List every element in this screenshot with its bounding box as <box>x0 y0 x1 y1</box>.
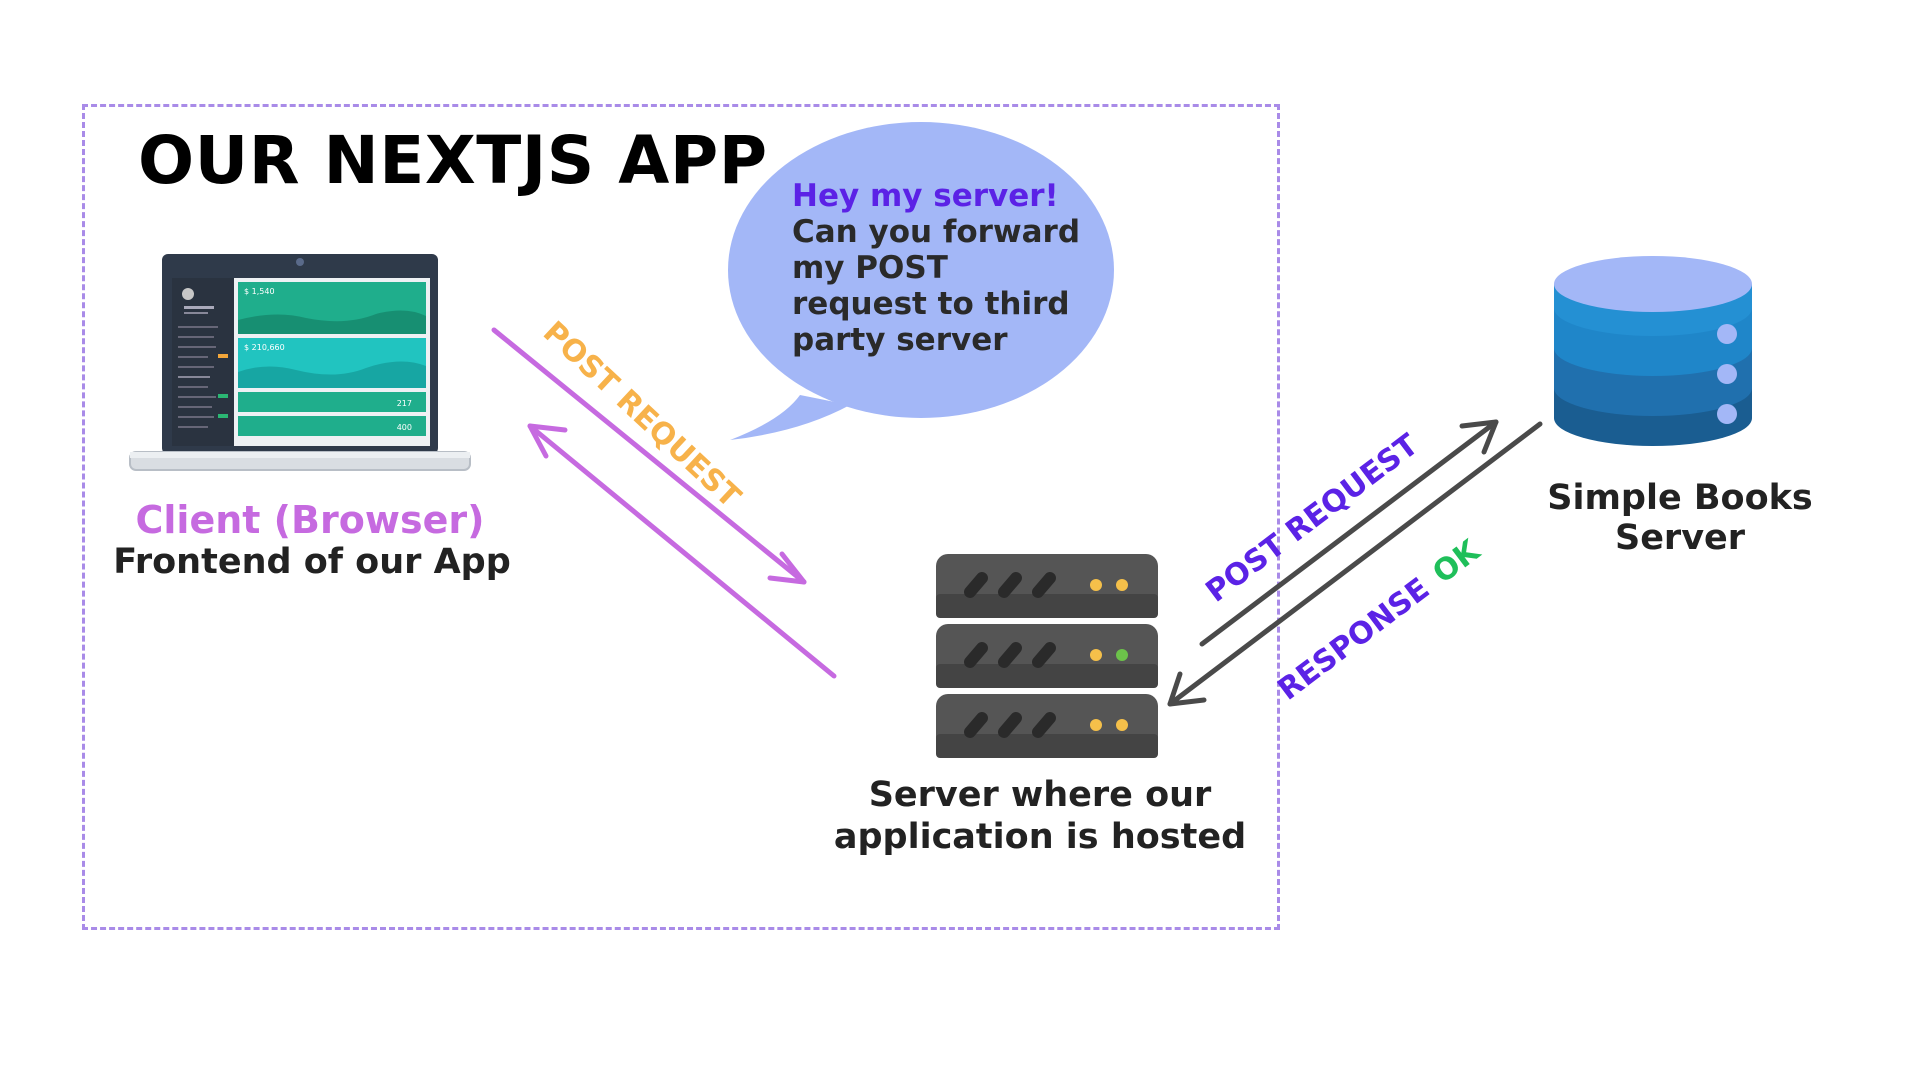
bubble-highlight: Hey my server! <box>792 178 1059 214</box>
books-server-label: Simple Books Server <box>1530 478 1830 558</box>
server-label-line: Server where our <box>868 775 1212 815</box>
speech-bubble-text: Hey my server! Can you forward my POST r… <box>792 178 1102 358</box>
arrow-books-to-server <box>1167 421 1543 707</box>
server-rack-icon <box>936 554 1158 758</box>
nextjs-app-boundary <box>82 104 1280 930</box>
laptop-card2-value: $ 210,660 <box>244 343 285 352</box>
server-label: Server where our application is hosted <box>830 774 1250 858</box>
books-label-line: Server <box>1614 518 1746 558</box>
bubble-line: my POST <box>792 250 948 286</box>
database-icon <box>1554 256 1752 446</box>
books-label-line: Simple Books <box>1547 478 1813 518</box>
diagram-title: OUR NEXTJS APP <box>138 122 768 199</box>
bubble-line: Can you forward <box>792 214 1081 250</box>
laptop-row1-value: 217 <box>397 399 412 408</box>
bubble-line: request to third <box>792 286 1070 322</box>
speech-bubble <box>728 122 1114 418</box>
arrow-client-to-server <box>491 327 807 585</box>
laptop-icon: $ 1,540 $ 210,660 217 400 <box>129 254 471 471</box>
arrow-server-to-books <box>1199 419 1499 647</box>
server-label-line: application is hosted <box>833 817 1247 857</box>
laptop-card1-value: $ 1,540 <box>244 287 275 296</box>
laptop-row2-value: 400 <box>397 423 412 432</box>
arrow-server-to-client <box>527 423 837 679</box>
client-label: Client (Browser) <box>135 498 485 542</box>
client-sublabel: Frontend of our App <box>113 542 511 582</box>
bubble-line: party server <box>792 322 1008 358</box>
